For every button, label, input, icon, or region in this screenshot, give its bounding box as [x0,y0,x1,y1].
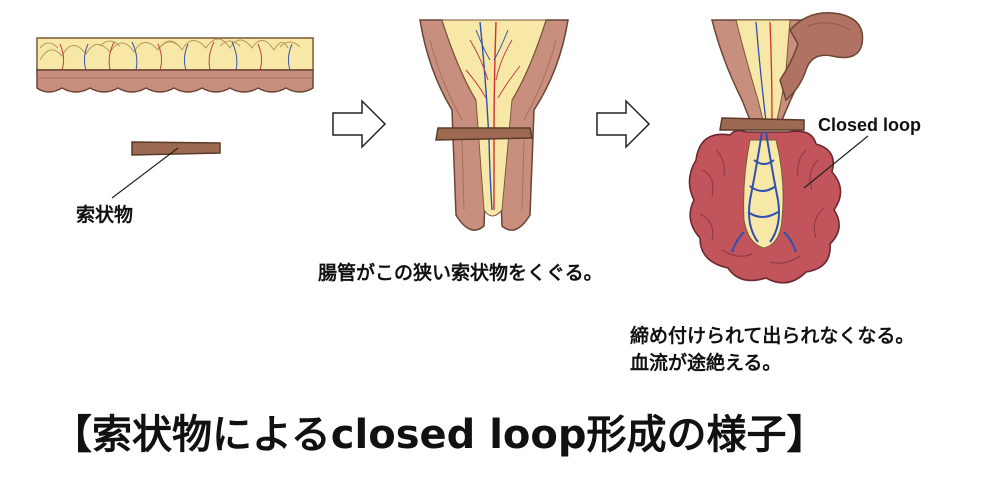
arrow-right-icon [332,99,387,149]
intestine-passing-through [419,19,569,231]
figure-caption: 【索状物によるclosed loop形成の様子】 [52,412,827,458]
closed-loop-intestine [688,12,869,284]
strangulation-label: 締め付けられて出られなくなる。 血流が途絶える。 [630,323,914,377]
passing-through-label: 腸管がこの狭い索状物をくぐる。 [318,262,603,284]
arrow-right-icon [596,99,651,149]
cord-label: 索状物 [76,204,134,226]
closed-loop-label: Closed loop [818,115,921,135]
normal-intestine [36,37,314,93]
cord-band [111,141,221,199]
strangulation-line-1: 締め付けられて出られなくなる。 [630,325,915,347]
strangulation-line-2: 血流が途絶える。 [630,352,782,374]
